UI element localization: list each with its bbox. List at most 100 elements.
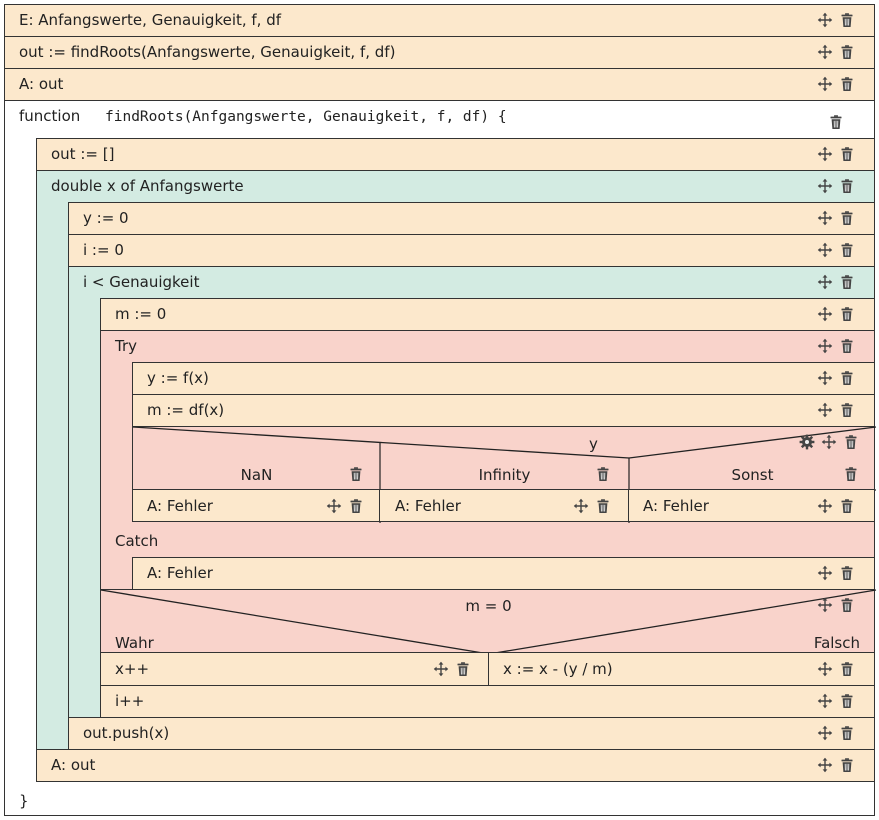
init-out-statement[interactable]: out := []: [36, 138, 875, 171]
true-branch-label: x++: [115, 660, 150, 678]
trash-icon[interactable]: [839, 757, 855, 773]
false-branch-statement[interactable]: x := x - (y / m): [488, 652, 875, 686]
move-icon[interactable]: [817, 725, 833, 741]
output-statement-label: A: out: [19, 75, 64, 93]
m-assign-label: m := df(x): [147, 401, 225, 419]
move-icon[interactable]: [817, 44, 833, 60]
if-false-label: Falsch: [813, 634, 860, 652]
move-icon[interactable]: [817, 306, 833, 322]
move-icon[interactable]: [817, 565, 833, 581]
return-label: A: out: [51, 756, 96, 774]
move-icon[interactable]: [326, 498, 342, 514]
move-icon[interactable]: [817, 402, 833, 418]
call-statement[interactable]: out := findRoots(Anfangswerte, Genauigke…: [4, 36, 875, 69]
push-statement[interactable]: out.push(x): [68, 717, 875, 750]
init-y-label: y := 0: [83, 209, 129, 227]
m-assign-statement[interactable]: m := df(x): [132, 394, 875, 427]
trash-icon[interactable]: [839, 498, 855, 514]
trash-icon[interactable]: [839, 210, 855, 226]
init-i-statement[interactable]: i := 0: [68, 234, 875, 267]
init-m-label: m := 0: [115, 305, 167, 323]
input-statement-label: E: Anfangswerte, Genauigkeit, f, df: [19, 11, 282, 29]
trash-icon[interactable]: [839, 402, 855, 418]
err-catch-statement[interactable]: A: Fehler: [132, 557, 875, 590]
function-signature: findRoots(Anfgangswerte, Genauigkeit, f,…: [105, 109, 507, 125]
y-assign-label: y := f(x): [147, 369, 209, 387]
trash-icon[interactable]: [839, 565, 855, 581]
gear-icon[interactable]: [799, 434, 815, 450]
move-icon[interactable]: [433, 661, 449, 677]
call-statement-label: out := findRoots(Anfangswerte, Genauigke…: [19, 43, 396, 61]
foreach-label: double x of Anfangswerte: [51, 177, 244, 195]
trash-icon[interactable]: [843, 466, 859, 482]
trash-icon[interactable]: [839, 693, 855, 709]
inc-i-label: i++: [115, 692, 145, 710]
move-icon[interactable]: [817, 597, 833, 613]
trash-icon[interactable]: [839, 370, 855, 386]
trash-icon[interactable]: [348, 466, 364, 482]
move-icon[interactable]: [817, 274, 833, 290]
trash-icon[interactable]: [839, 274, 855, 290]
trash-icon[interactable]: [839, 597, 855, 613]
move-icon[interactable]: [817, 242, 833, 258]
move-icon[interactable]: [817, 693, 833, 709]
move-icon[interactable]: [817, 338, 833, 354]
trash-icon[interactable]: [839, 306, 855, 322]
move-icon[interactable]: [817, 757, 833, 773]
move-icon[interactable]: [817, 210, 833, 226]
move-icon[interactable]: [817, 146, 833, 162]
trash-icon[interactable]: [455, 661, 471, 677]
init-out-label: out := []: [51, 145, 115, 163]
trash-icon[interactable]: [839, 338, 855, 354]
return-statement[interactable]: A: out: [36, 749, 875, 782]
init-i-label: i := 0: [83, 241, 124, 259]
true-branch-statement[interactable]: x++: [100, 652, 489, 686]
trash-icon[interactable]: [595, 466, 611, 482]
switch-variable-label: y: [589, 435, 598, 453]
move-icon[interactable]: [817, 76, 833, 92]
err-nan-statement[interactable]: A: Fehler: [132, 489, 380, 522]
trash-icon[interactable]: [828, 114, 844, 130]
function-close-brace: }: [19, 792, 29, 810]
move-icon[interactable]: [817, 370, 833, 386]
err-else-statement[interactable]: A: Fehler: [628, 489, 875, 522]
function-keyword: function: [19, 107, 81, 125]
if-block[interactable]: m = 0 Wahr Falsch: [100, 589, 877, 655]
err-catch-label: A: Fehler: [147, 564, 213, 582]
if-condition-label: m = 0: [465, 597, 512, 615]
trash-icon[interactable]: [839, 76, 855, 92]
trash-icon[interactable]: [348, 498, 364, 514]
move-icon[interactable]: [817, 661, 833, 677]
push-label: out.push(x): [83, 724, 170, 742]
case-infinity-label: Infinity: [478, 466, 531, 484]
inc-i-statement[interactable]: i++: [100, 685, 875, 718]
move-icon[interactable]: [573, 498, 589, 514]
input-statement[interactable]: E: Anfangswerte, Genauigkeit, f, df: [4, 4, 875, 37]
trash-icon[interactable]: [595, 498, 611, 514]
trash-icon[interactable]: [839, 725, 855, 741]
catch-label: Catch: [115, 532, 159, 550]
trash-icon[interactable]: [839, 44, 855, 60]
while-label: i < Genauigkeit: [83, 273, 200, 291]
move-icon[interactable]: [821, 434, 837, 450]
case-nan-label: NaN: [240, 466, 273, 484]
err-else-label: A: Fehler: [643, 497, 709, 515]
init-y-statement[interactable]: y := 0: [68, 202, 875, 235]
case-else-label: Sonst: [731, 466, 774, 484]
try-label: Try: [115, 337, 138, 355]
trash-icon[interactable]: [839, 661, 855, 677]
move-icon[interactable]: [817, 498, 833, 514]
output-statement[interactable]: A: out: [4, 68, 875, 101]
init-m-statement[interactable]: m := 0: [100, 298, 875, 331]
y-assign-statement[interactable]: y := f(x): [132, 362, 875, 395]
move-icon[interactable]: [817, 12, 833, 28]
trash-icon[interactable]: [839, 242, 855, 258]
err-infinity-statement[interactable]: A: Fehler: [379, 489, 629, 522]
false-branch-label: x := x - (y / m): [503, 660, 613, 678]
trash-icon[interactable]: [839, 178, 855, 194]
trash-icon[interactable]: [839, 12, 855, 28]
move-icon[interactable]: [817, 178, 833, 194]
err-infinity-label: A: Fehler: [395, 497, 461, 515]
trash-icon[interactable]: [839, 146, 855, 162]
trash-icon[interactable]: [843, 434, 859, 450]
